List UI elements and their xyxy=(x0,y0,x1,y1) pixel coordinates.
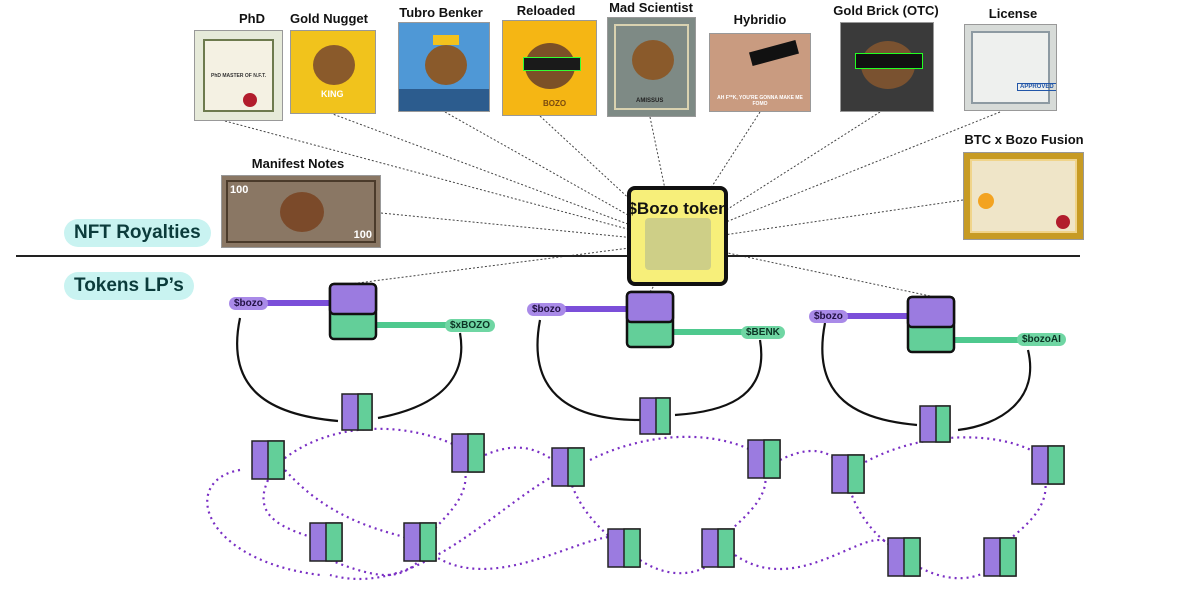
sub-pool-icon xyxy=(1031,445,1065,485)
sub-pool-icon xyxy=(639,397,671,435)
bozo-token-title: $Bozo token xyxy=(627,199,729,218)
link-mad-scientist xyxy=(649,116,677,243)
sub-pool-icon xyxy=(341,393,373,431)
pool-1-lp-icon xyxy=(328,282,378,341)
note-value-bottom: 100 xyxy=(353,229,372,241)
mesh-link xyxy=(719,474,767,541)
btc-bozo-fusion-image xyxy=(963,152,1084,240)
mesh-link xyxy=(329,469,566,581)
sub-pool-icon xyxy=(701,528,735,568)
license-stamp: APPROVED xyxy=(1017,83,1056,91)
license-image: APPROVED xyxy=(964,24,1057,111)
nft-btc-bozo-fusion-title: BTC x Bozo Fusion xyxy=(964,132,1084,147)
link-pool-1 xyxy=(349,241,677,285)
sub-pool-icon xyxy=(551,447,585,487)
mesh-link xyxy=(284,469,416,542)
phd-certificate-text: PhD MASTER OF N.F.T. xyxy=(211,73,266,79)
nft-hybridio-title: Hybridio xyxy=(733,12,787,27)
link-gold-nugget xyxy=(329,112,677,243)
sub-pool-icon xyxy=(607,528,641,568)
matrix-glasses-icon xyxy=(855,53,923,69)
link-manifest-notes xyxy=(380,212,677,243)
bitcoin-icon xyxy=(978,193,994,209)
sub-pool-icon xyxy=(451,433,485,473)
nft-mad-scientist-title: Mad Scientist xyxy=(609,0,693,15)
section-divider xyxy=(16,255,1080,257)
pool-3-right-token: $bozoAI xyxy=(1017,333,1066,346)
nft-reloaded-title: Reloaded xyxy=(516,3,576,18)
sub-pool-icon xyxy=(251,440,285,480)
gold-nugget-image: KING xyxy=(290,30,376,114)
manifest-notes-image: 100 100 xyxy=(221,175,381,248)
pool-3-left-token: $bozo xyxy=(809,310,848,323)
hybridio-caption: AH F**K, YOU'RE GONNA MAKE ME FOMO xyxy=(717,95,803,107)
reloaded-tag: BOZO xyxy=(543,99,567,108)
gold-hair-icon xyxy=(433,35,459,45)
pool-2-curve-left xyxy=(536,319,641,422)
wax-seal-icon xyxy=(243,93,257,107)
reloaded-image: BOZO xyxy=(502,20,597,116)
nft-gold-brick-title: Gold Brick (OTC) xyxy=(833,3,939,18)
mesh-link xyxy=(859,436,1041,466)
pool-1-curve-left xyxy=(236,317,339,423)
phd-certificate-image: PhD MASTER OF N.F.T. xyxy=(194,30,283,121)
pool-3-curve-right xyxy=(957,349,1032,432)
gold-brick-image xyxy=(840,22,934,112)
sub-pool-icon xyxy=(887,537,921,577)
mad-scientist-tag: AMISSUS xyxy=(636,98,664,104)
matrix-glasses-icon xyxy=(523,57,581,71)
bear-head-icon xyxy=(425,45,467,85)
sub-pool-icon xyxy=(919,405,951,443)
link-phd xyxy=(224,120,677,243)
pool-1-left-token: $bozo xyxy=(229,297,268,310)
nft-gold-nugget-title: Gold Nugget xyxy=(290,11,368,26)
pool-3-curve-left xyxy=(821,322,918,427)
bear-head-icon xyxy=(632,40,674,80)
bozo-token-bear-icon xyxy=(645,218,711,270)
bear-head-icon xyxy=(280,192,324,232)
pool-2-curve-right xyxy=(674,339,763,417)
nft-tubro-benker-title: Tubro Benker xyxy=(399,5,483,20)
pool-2-lp-icon xyxy=(625,290,675,349)
pool-2-right-token: $BENK xyxy=(741,326,785,339)
bear-head-icon xyxy=(313,45,355,85)
pool-3-lp-icon xyxy=(906,295,956,354)
nft-phd-title: PhD xyxy=(239,11,265,26)
pool-1-curve-right xyxy=(377,332,463,420)
section-nft-royalties: NFT Royalties xyxy=(64,219,211,247)
nft-license-title: License xyxy=(988,6,1038,21)
wax-seal-icon xyxy=(1056,215,1070,229)
mesh-link xyxy=(848,489,896,549)
mesh-link xyxy=(568,479,621,546)
sub-pool-icon xyxy=(309,522,343,562)
sub-pool-icon xyxy=(831,454,865,494)
link-reloaded xyxy=(539,115,677,243)
section-tokens-lps: Tokens LP’s xyxy=(64,272,194,300)
mad-scientist-image: AMISSUS xyxy=(607,17,696,117)
pool-1-right-token: $xBOZO xyxy=(445,319,496,332)
mesh-link xyxy=(262,479,321,542)
gold-nugget-tag: KING xyxy=(321,89,344,99)
sub-pool-icon xyxy=(983,537,1017,577)
sub-pool-icon xyxy=(747,439,781,479)
mesh-link xyxy=(589,435,761,461)
note-value-top: 100 xyxy=(230,184,249,196)
pool-2-left-token: $bozo xyxy=(527,303,566,316)
hybridio-image: AH F**K, YOU'RE GONNA MAKE ME FOMO xyxy=(709,33,811,112)
nft-manifest-notes-title: Manifest Notes xyxy=(251,156,345,171)
sub-pool-icon xyxy=(403,522,437,562)
tubro-benker-image xyxy=(398,22,490,112)
